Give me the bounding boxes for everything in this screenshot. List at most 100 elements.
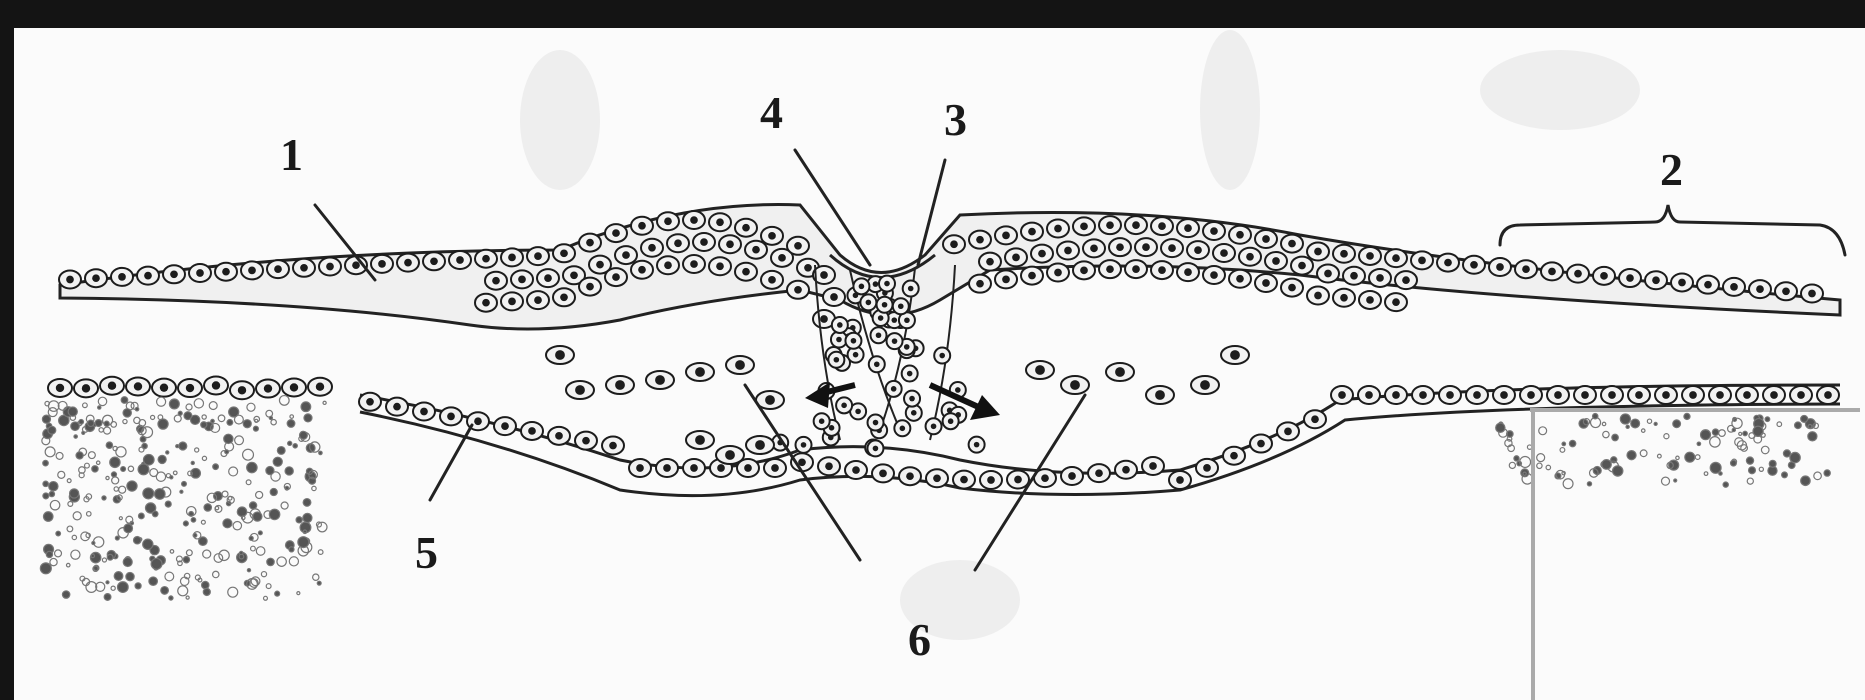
yolk-granule — [1759, 467, 1763, 471]
streak-cell-nucleus — [837, 322, 843, 328]
yolk-granule — [247, 462, 257, 472]
hypoblast-cell-nucleus — [290, 383, 298, 391]
hypoblast-cell-nucleus — [82, 384, 90, 392]
epiblast-cell-nucleus — [664, 261, 672, 269]
hypoblast-cell-nucleus — [987, 476, 995, 484]
yolk-granule — [143, 454, 154, 465]
epiblast-cell-nucleus — [404, 259, 412, 267]
yolk-granule — [237, 507, 247, 517]
yolk-granule — [287, 420, 295, 428]
epiblast-cell-nucleus — [1782, 287, 1790, 295]
streak-cell-nucleus — [955, 387, 961, 393]
yolk-granule — [317, 581, 321, 585]
label-5: 5 — [415, 527, 438, 578]
yolk-granule — [202, 581, 209, 588]
mesoderm-cell-nucleus — [725, 450, 735, 460]
yolk-granule — [106, 442, 112, 448]
epiblast-cell-nucleus — [518, 276, 526, 284]
yolk-granule — [134, 536, 141, 543]
hypoblast-cell-nucleus — [852, 466, 860, 474]
yolk-granule — [256, 547, 265, 556]
mesoderm-cell-nucleus — [575, 385, 585, 395]
yolk-granule — [174, 415, 181, 422]
streak-cell-nucleus — [873, 446, 879, 452]
hypoblast-cell-nucleus — [1770, 391, 1778, 399]
mesoderm-cell-nucleus — [1200, 380, 1210, 390]
yolk-granule — [1562, 442, 1566, 446]
yolk-granule — [1514, 456, 1519, 461]
yolk-granule — [43, 512, 53, 522]
streak-cell-nucleus — [891, 386, 897, 392]
yolk-granule — [123, 419, 127, 423]
yolk-granule — [194, 399, 203, 408]
streak-cell-nucleus — [859, 284, 865, 290]
yolk-granule — [1509, 462, 1515, 468]
yolk-granule — [1697, 442, 1701, 446]
yolk-granule — [1587, 482, 1591, 486]
label-6: 6 — [908, 614, 931, 665]
yolk-granule — [98, 406, 101, 409]
yolk-granule — [269, 416, 272, 419]
yolk-granule — [1612, 434, 1618, 440]
yolk-granule — [1602, 460, 1612, 470]
yolk-granule — [1673, 420, 1681, 428]
yolk-granule — [107, 554, 113, 560]
hypoblast-cell-nucleus — [160, 383, 168, 391]
yolk-granule — [139, 420, 146, 427]
hypoblast-cell-nucleus — [1338, 391, 1346, 399]
yolk-granule — [1719, 472, 1722, 475]
epiblast-cell-nucleus — [1158, 222, 1166, 230]
epiblast-cell-nucleus — [830, 293, 838, 301]
yolk-mass-left — [40, 396, 327, 601]
epiblast-cell-nucleus — [794, 242, 802, 250]
yolk-granule — [138, 513, 144, 519]
epiblast-cell-nucleus — [1236, 231, 1244, 239]
label-2: 2 — [1660, 144, 1683, 195]
epiblast-cell-nucleus — [664, 217, 672, 225]
epiblast-cell-nucleus — [586, 239, 594, 247]
epiblast-cell-nucleus — [196, 269, 204, 277]
leader-5 — [430, 425, 472, 500]
hypoblast-cell-nucleus — [1122, 466, 1130, 474]
hypoblast-cell-nucleus — [1716, 391, 1724, 399]
epiblast-cell-nucleus — [560, 293, 568, 301]
hypoblast-cell-nucleus — [1095, 469, 1103, 477]
yolk-granule — [95, 420, 102, 427]
hypoblast-cell-nucleus — [1203, 464, 1211, 472]
yolk-granule — [106, 476, 109, 479]
yolk-granule — [119, 486, 126, 493]
yolk-granule — [1731, 460, 1737, 466]
hypoblast-cell-nucleus — [1824, 391, 1832, 399]
streak-cell-nucleus — [974, 442, 980, 448]
epiblast-cell-nucleus — [1142, 243, 1150, 251]
yolk-granule — [178, 411, 182, 415]
epiblast-cell-nucleus — [1392, 298, 1400, 306]
yolk-granule — [1676, 456, 1679, 459]
epiblast-cell-nucleus — [612, 229, 620, 237]
yolk-granule — [169, 596, 173, 600]
yolk-granule — [66, 563, 70, 567]
yolk-granule — [195, 448, 199, 452]
yolk-granule — [92, 466, 98, 472]
streak-cell-nucleus — [884, 281, 890, 287]
yolk-granule — [303, 499, 311, 507]
yolk-granule — [165, 501, 171, 507]
yolk-granule — [318, 550, 323, 555]
epiblast-cell-nucleus — [742, 268, 750, 276]
yolk-granule — [1769, 460, 1776, 467]
yolk-granule — [267, 558, 274, 565]
epiblast-cell-nucleus — [1054, 269, 1062, 277]
epiblast-cell-nucleus — [1418, 257, 1426, 265]
yolk-granule — [1647, 419, 1651, 423]
yolk-granule — [1613, 466, 1623, 476]
yolk-granule — [151, 415, 155, 419]
mesoderm-cell-nucleus — [695, 435, 705, 445]
epiblast-cell-nucleus — [1090, 244, 1098, 252]
yolk-granule — [203, 550, 211, 558]
yolk-granule — [253, 426, 258, 431]
yolk-granule — [1723, 482, 1728, 487]
epiblast-cell-nucleus — [1314, 248, 1322, 256]
epiblast-cell-nucleus — [794, 286, 802, 294]
yolk-mass-right — [1496, 413, 1831, 488]
